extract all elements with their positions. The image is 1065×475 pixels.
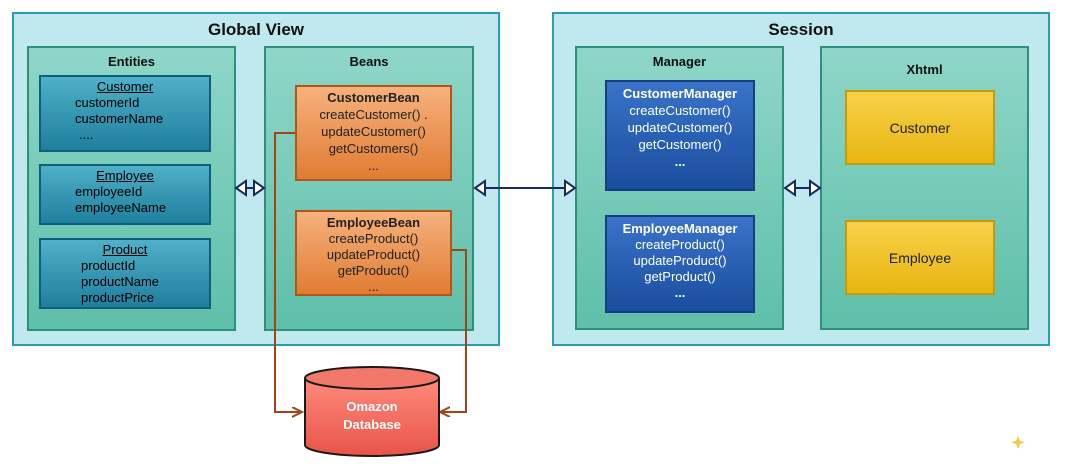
bean-method: getCustomers() [328, 141, 419, 156]
customer-bean: CustomerBean createCustomer() . updateCu… [295, 85, 452, 181]
entity-attr: employeeName [75, 200, 167, 215]
xhtml-title: Xhtml [906, 62, 943, 77]
bean-method: ... [368, 279, 379, 294]
entity-attr: customerName [75, 111, 164, 126]
manager-xhtml-arrow [783, 179, 822, 197]
database-cylinder: Omazon Database [304, 366, 440, 457]
customer-bean-name: CustomerBean [327, 90, 420, 105]
entity-employee: Employee employeeId employeeName [39, 164, 211, 225]
entity-attr: customerId [75, 95, 140, 110]
employee-bean: EmployeeBean createProduct() updateProdu… [295, 210, 452, 296]
entity-attr: productName [81, 274, 160, 289]
manager-method: updateProduct() [633, 253, 727, 268]
database-label-line2: Database [343, 417, 401, 432]
global-view-title: Global View [207, 20, 305, 39]
manager-method: getProduct() [644, 269, 716, 284]
employee-manager-name: EmployeeManager [622, 221, 738, 236]
customer-bean-db-connector [274, 132, 302, 412]
bean-method: updateProduct() [326, 247, 421, 262]
entity-product: Product productId productName productPri… [39, 238, 211, 309]
xhtml-employee-page: Employee [845, 220, 995, 295]
entities-beans-arrow [234, 179, 266, 197]
entity-employee-name: Employee [96, 168, 154, 183]
customer-manager-name: CustomerManager [622, 86, 738, 101]
employee-bean-db-connector [440, 249, 467, 412]
xhtml-customer-page: Customer [845, 90, 995, 165]
xhtml-customer-label: Customer [889, 119, 951, 136]
entity-attr: productId [81, 258, 136, 273]
manager-method: getCustomer() [638, 137, 722, 152]
entity-attr: productPrice [81, 290, 154, 305]
manager-method: ... [674, 154, 686, 169]
beans-title: Beans [349, 54, 389, 69]
bean-method: getProduct() [337, 263, 410, 278]
bean-method: createProduct() [328, 231, 419, 246]
entity-product-name: Product [102, 242, 148, 257]
manager-title: Manager [652, 54, 707, 69]
beans-manager-arrow [473, 179, 577, 197]
bean-method: createCustomer() . [319, 107, 428, 122]
customer-manager: CustomerManager createCustomer() updateC… [605, 80, 755, 191]
manager-method: createProduct() [635, 237, 725, 252]
sparkle-icon [1011, 436, 1025, 449]
entity-attr: .... [79, 127, 94, 142]
manager-method: updateCustomer() [627, 120, 733, 135]
xhtml-employee-label: Employee [888, 249, 952, 266]
entity-customer: Customer customerId customerName .... [39, 75, 211, 152]
manager-method: ... [674, 285, 686, 300]
session-title: Session [768, 20, 834, 39]
bean-method: updateCustomer() [321, 124, 426, 139]
manager-method: createCustomer() [629, 103, 731, 118]
entity-attr: employeeId [75, 184, 143, 199]
employee-manager: EmployeeManager createProduct() updatePr… [605, 215, 755, 313]
bean-method: ... [368, 158, 379, 173]
employee-bean-name: EmployeeBean [326, 215, 421, 230]
entities-title: Entities [108, 54, 155, 69]
database-label-line1: Omazon [346, 399, 397, 414]
entity-customer-name: Customer [96, 79, 154, 94]
